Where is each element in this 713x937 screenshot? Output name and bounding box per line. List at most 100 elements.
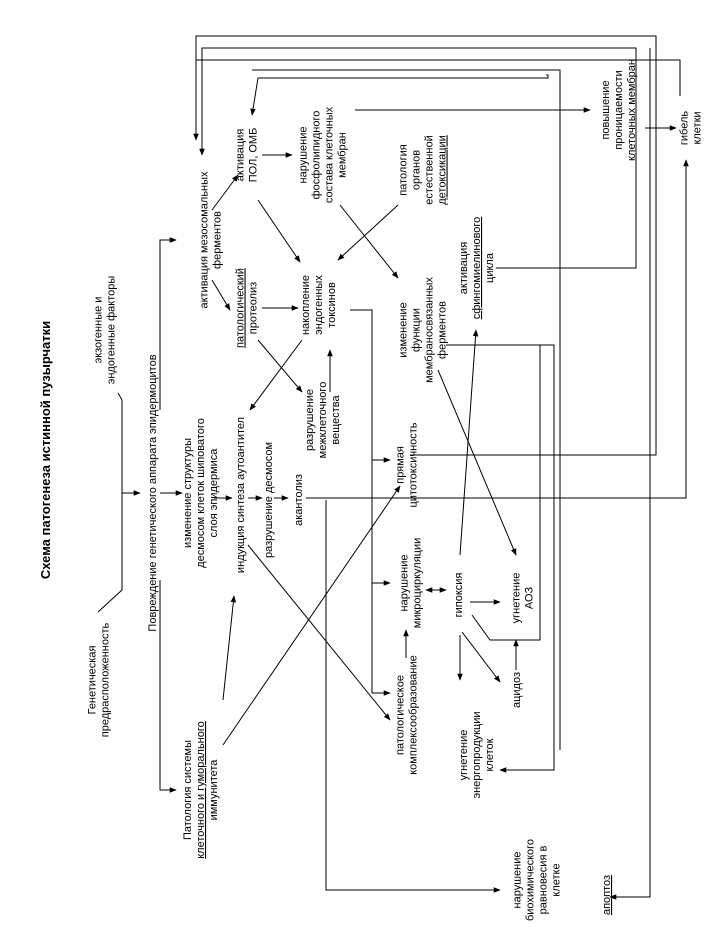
node-aoz-suppression-line: угнетение <box>511 573 523 624</box>
node-detox-organ-pathology-line: естественной <box>424 135 436 204</box>
node-lysosomal-enzyme-activation: активация мезосомальныхферментов <box>199 171 224 309</box>
edge-hypoxia-acidosis <box>461 631 501 683</box>
node-pathological-proteolysis-line: протеолиз <box>248 282 260 334</box>
edge-toxin-complex <box>371 583 391 696</box>
node-sphingomyelin-cycle-activation-line: сфингомиелинового <box>471 217 483 320</box>
edge-to-apoptosis <box>609 48 651 900</box>
node-endogenous-toxin-accumulation: накоплениеэндогенныхтоксинов <box>300 275 338 335</box>
node-cell-death: гибельклетки <box>679 111 704 146</box>
node-desmosome-destruction: разрушение десмосом <box>263 442 275 558</box>
edge-factors <box>117 392 123 493</box>
edge-biochem-apoptosis <box>196 59 681 96</box>
node-biochemical-balance-disorder-line: равновесия в <box>538 846 550 915</box>
node-genetic-predisposition: Генетическаяпредрасположенность <box>87 622 112 737</box>
node-membrane-enzyme-function-change-line: мембраносвязанных <box>424 277 436 383</box>
node-direct-cytotoxicity-line: цитотоксичность <box>408 422 420 507</box>
edge-pol-toxin <box>257 199 301 263</box>
node-membrane-permeability-increase-line: клеточных мембран <box>626 59 638 161</box>
node-pol-omb-activation-line: ПОЛ, ОМБ <box>248 128 260 183</box>
node-sphingomyelin-cycle-activation-line: активация <box>458 242 470 295</box>
node-phospholipid-disorder-line: состава клеточных <box>324 106 336 203</box>
node-membrane-permeability-increase-line: повышение <box>600 80 612 139</box>
node-detox-organ-pathology-line: детоксикации <box>437 135 449 205</box>
node-detox-organ-pathology-line: патология <box>398 144 410 195</box>
node-endogenous-toxin-accumulation-line: токсинов <box>326 282 338 328</box>
edge-top-line <box>252 69 561 750</box>
node-direct-cytotoxicity-line: прямая <box>395 446 407 484</box>
edge-phospho-enzyme <box>339 204 399 279</box>
node-exogenous-endogenous-factors: экзогенные иэндогенные факторы <box>93 276 118 385</box>
node-exogenous-endogenous-factors-line: эндогенные факторы <box>106 276 118 385</box>
node-pathological-complex-formation-line: патологическое <box>395 675 407 755</box>
node-endogenous-toxin-accumulation-line: накопление <box>300 275 312 335</box>
edge-toxin-micro <box>371 460 391 586</box>
node-lysosomal-enzyme-activation-line: ферментов <box>212 211 224 269</box>
node-desmosome-structure-change-line: десмосом клеток шиповатого <box>195 418 207 568</box>
node-phospholipid-disorder: нарушениефосфолипидногосостава клеточных… <box>298 106 349 203</box>
node-energy-production-suppression-line: клеток <box>484 738 496 771</box>
node-membrane-enzyme-function-change-line: функции <box>411 308 423 352</box>
node-hypoxia: гипоксия <box>453 573 465 618</box>
node-energy-production-suppression-line: угнетение <box>458 730 470 781</box>
node-phospholipid-disorder-line: мембран <box>337 132 349 178</box>
edge-enzyme-energy <box>446 344 555 773</box>
node-desmosome-destruction-line: разрушение десмосом <box>263 442 275 558</box>
edge-immune-autoab <box>222 595 237 701</box>
edge-gd-lysosomal <box>159 237 177 410</box>
node-membrane-enzyme-function-change-line: изменение <box>398 302 410 357</box>
diagram-title: Схема патогенеза истинной пузырчатки <box>38 321 53 579</box>
node-membrane-enzyme-function-change-line: ферментов <box>437 301 449 359</box>
edge-lyso-pol <box>211 174 239 211</box>
node-genetic-predisposition-line: предрасположенность <box>100 622 112 737</box>
node-intercellular-substance-destruction-line: разрушение <box>304 389 316 451</box>
node-lysosomal-enzyme-activation-line: активация мезосомальных <box>199 171 211 309</box>
node-membrane-enzyme-function-change: изменениефункциимембраносвязанныхфермент… <box>398 277 449 383</box>
node-aoz-suppression: угнетениеАОЗ <box>511 573 536 624</box>
node-gene-damage: Повреждение генетического аппарата эпиде… <box>147 354 159 631</box>
node-gene-damage-line: Повреждение генетического аппарата эпиде… <box>147 354 159 631</box>
node-phospholipid-disorder-line: фосфолипидного <box>311 111 323 200</box>
node-biochemical-balance-disorder-line: нарушение <box>512 852 524 909</box>
node-pol-omb-activation: активацияПОЛ, ОМБ <box>235 128 260 183</box>
node-membrane-permeability-increase-line: проницаемости <box>613 70 625 149</box>
node-sphingomyelin-cycle-activation-line: цикла <box>484 252 496 283</box>
edge-gd-immune <box>159 580 177 793</box>
node-immune-pathology-line: Патология системы <box>182 740 194 840</box>
edge-genetic <box>97 493 123 613</box>
node-apoptosis-line: апоптоз <box>601 875 613 915</box>
node-pathological-proteolysis-line: патологический <box>235 268 247 348</box>
node-exogenous-endogenous-factors-line: экзогенные и <box>93 297 105 364</box>
node-membrane-permeability-increase: повышениепроницаемостиклеточных мембран <box>600 59 638 161</box>
edge-cytotox-loop <box>193 35 657 456</box>
node-energy-production-suppression-line: энергопродукции <box>471 711 483 798</box>
node-biochemical-balance-disorder-line: биохимического <box>525 839 537 921</box>
node-pathological-complex-formation-line: комплексообразование <box>408 655 420 775</box>
edge-lyso-proteol <box>211 279 231 311</box>
edge-sphingo-loop <box>199 47 637 269</box>
node-microcirculation-disorder: нарушениемикроциркуляции <box>399 538 424 628</box>
nodes-group: Генетическаяпредрасположенность экзогенны… <box>87 59 704 921</box>
node-energy-production-suppression: угнетениеэнергопродукцииклеток <box>458 711 496 798</box>
node-acidosis-line: ацидоз <box>511 672 523 708</box>
node-phospholipid-disorder-line: нарушение <box>298 127 310 184</box>
node-acidosis: ацидоз <box>511 672 523 708</box>
edge-autoab-complex <box>247 544 391 721</box>
node-pol-omb-activation-line: активация <box>235 129 247 182</box>
edge-proteol-interc <box>257 339 303 393</box>
edge-immune-cytotox <box>222 485 401 746</box>
node-intercellular-substance-destruction: разрушениемежклеточноговещества <box>304 382 342 459</box>
node-intercellular-substance-destruction-line: вещества <box>330 394 342 444</box>
edge-aoz-loop <box>250 74 549 116</box>
node-desmosome-structure-change-line: слоя эпидермиса <box>208 448 220 538</box>
node-biochemical-balance-disorder-line: клетке <box>551 863 563 896</box>
edge-enzyme-aoz <box>437 369 517 556</box>
node-hypoxia-line: гипоксия <box>453 573 465 618</box>
node-detox-organ-pathology: патологияоргановестественнойдетоксикации <box>398 135 449 205</box>
edges-group <box>97 35 689 900</box>
node-aoz-suppression-line: АОЗ <box>524 586 536 609</box>
node-microcirculation-disorder-line: микроциркуляции <box>412 538 424 628</box>
node-direct-cytotoxicity: прямаяцитотоксичность <box>395 422 420 507</box>
node-cell-death-line: гибель <box>679 111 691 146</box>
node-microcirculation-disorder-line: нарушение <box>399 555 411 612</box>
